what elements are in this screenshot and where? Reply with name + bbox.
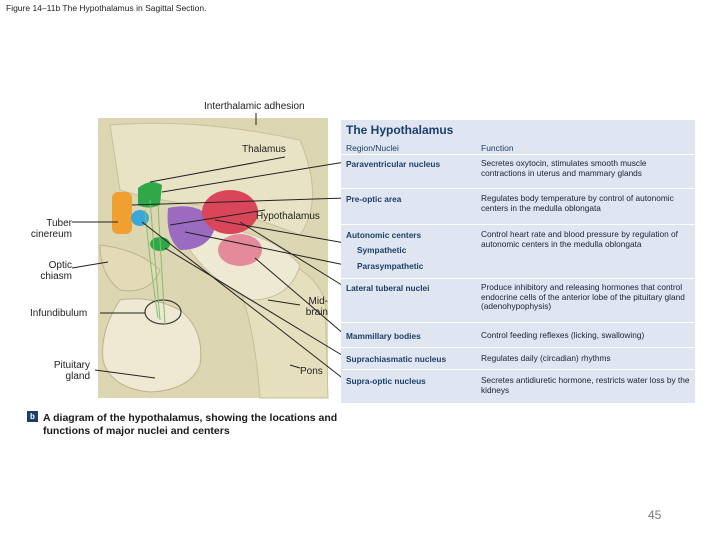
region-function: Regulates body temperature by control of… xyxy=(481,193,674,213)
table-row: Mammillary bodies Control feeding reflex… xyxy=(341,322,695,347)
label-midbrain: Mid- brain xyxy=(305,296,328,318)
table-row: Supra-optic nucleus Secretes antidiureti… xyxy=(341,369,695,404)
region-name: Mammillary bodies xyxy=(346,331,421,341)
region-name: Supra-optic nucleus xyxy=(346,376,426,386)
label-thalamus: Thalamus xyxy=(242,144,286,155)
supraoptic-nucleus-blue xyxy=(131,210,149,226)
label-interthalamic-adhesion: Interthalamic adhesion xyxy=(204,101,305,112)
region-subname: Sympathetic xyxy=(357,245,407,255)
region-function: Secretes antidiuretic hormone, restricts… xyxy=(481,375,690,395)
figure-title: Figure 14–11b The Hypothalamus in Sagitt… xyxy=(6,3,207,13)
label-pons: Pons xyxy=(300,366,323,377)
region-function: Regulates daily (circadian) rhythms xyxy=(481,353,611,363)
label-tuber-cinereum: Tuber cinereum xyxy=(30,218,72,240)
label-infundibulum: Infundibulum xyxy=(30,308,88,319)
region-name: Pre-optic area xyxy=(346,194,402,204)
label-pituitary-gland: Pituitary gland xyxy=(53,360,90,382)
pituitary-gland-shape xyxy=(102,298,202,393)
table-row: Autonomic centers Sympathetic Parasympat… xyxy=(341,224,695,278)
region-name: Suprachiasmatic nucleus xyxy=(346,354,447,364)
infundibulum-ring xyxy=(144,299,182,325)
table-row: Suprachiasmatic nucleus Regulates daily … xyxy=(341,347,695,369)
neurosecretory-fibers xyxy=(144,199,166,326)
region-subname: Parasympathetic xyxy=(357,261,424,271)
region-function: Control feeding reflexes (licking, swall… xyxy=(481,330,645,340)
label-hypothalamus: Hypothalamus xyxy=(256,211,320,222)
region-name: Autonomic centers xyxy=(346,230,422,240)
table-row: Pre-optic area Regulates body temperatur… xyxy=(341,188,695,224)
leader-lines xyxy=(71,113,346,381)
paraventricular-nucleus-green xyxy=(138,182,162,208)
optic-chiasm-shape xyxy=(99,244,161,292)
column-header-region: Region/Nuclei xyxy=(346,143,399,153)
mammillary-body-pink xyxy=(218,234,262,266)
region-function: Produce inhibitory and releasing hormone… xyxy=(481,282,685,312)
thalamus-region xyxy=(109,122,313,236)
page-number: 45 xyxy=(648,508,662,522)
table-row: Paraventricular nucleus Secretes oxytoci… xyxy=(341,154,695,188)
region-function: Control heart rate and blood pressure by… xyxy=(481,229,678,249)
hypothalamus-table-panel xyxy=(341,120,695,403)
region-name: Paraventricular nucleus xyxy=(346,159,441,169)
table-title: The Hypothalamus xyxy=(346,123,454,137)
caption-badge: b xyxy=(27,411,38,422)
column-header-function: Function xyxy=(481,143,514,153)
region-name: Lateral tuberal nuclei xyxy=(346,283,430,293)
figure-caption: A diagram of the hypothalamus, showing t… xyxy=(43,412,338,437)
preoptic-nucleus-orange xyxy=(112,192,132,234)
region-function: Secretes oxytocin, stimulates smooth mus… xyxy=(481,158,647,178)
label-optic-chiasm: Optic chiasm xyxy=(40,260,72,282)
table-row: Lateral tuberal nuclei Produce inhibitor… xyxy=(341,278,695,322)
